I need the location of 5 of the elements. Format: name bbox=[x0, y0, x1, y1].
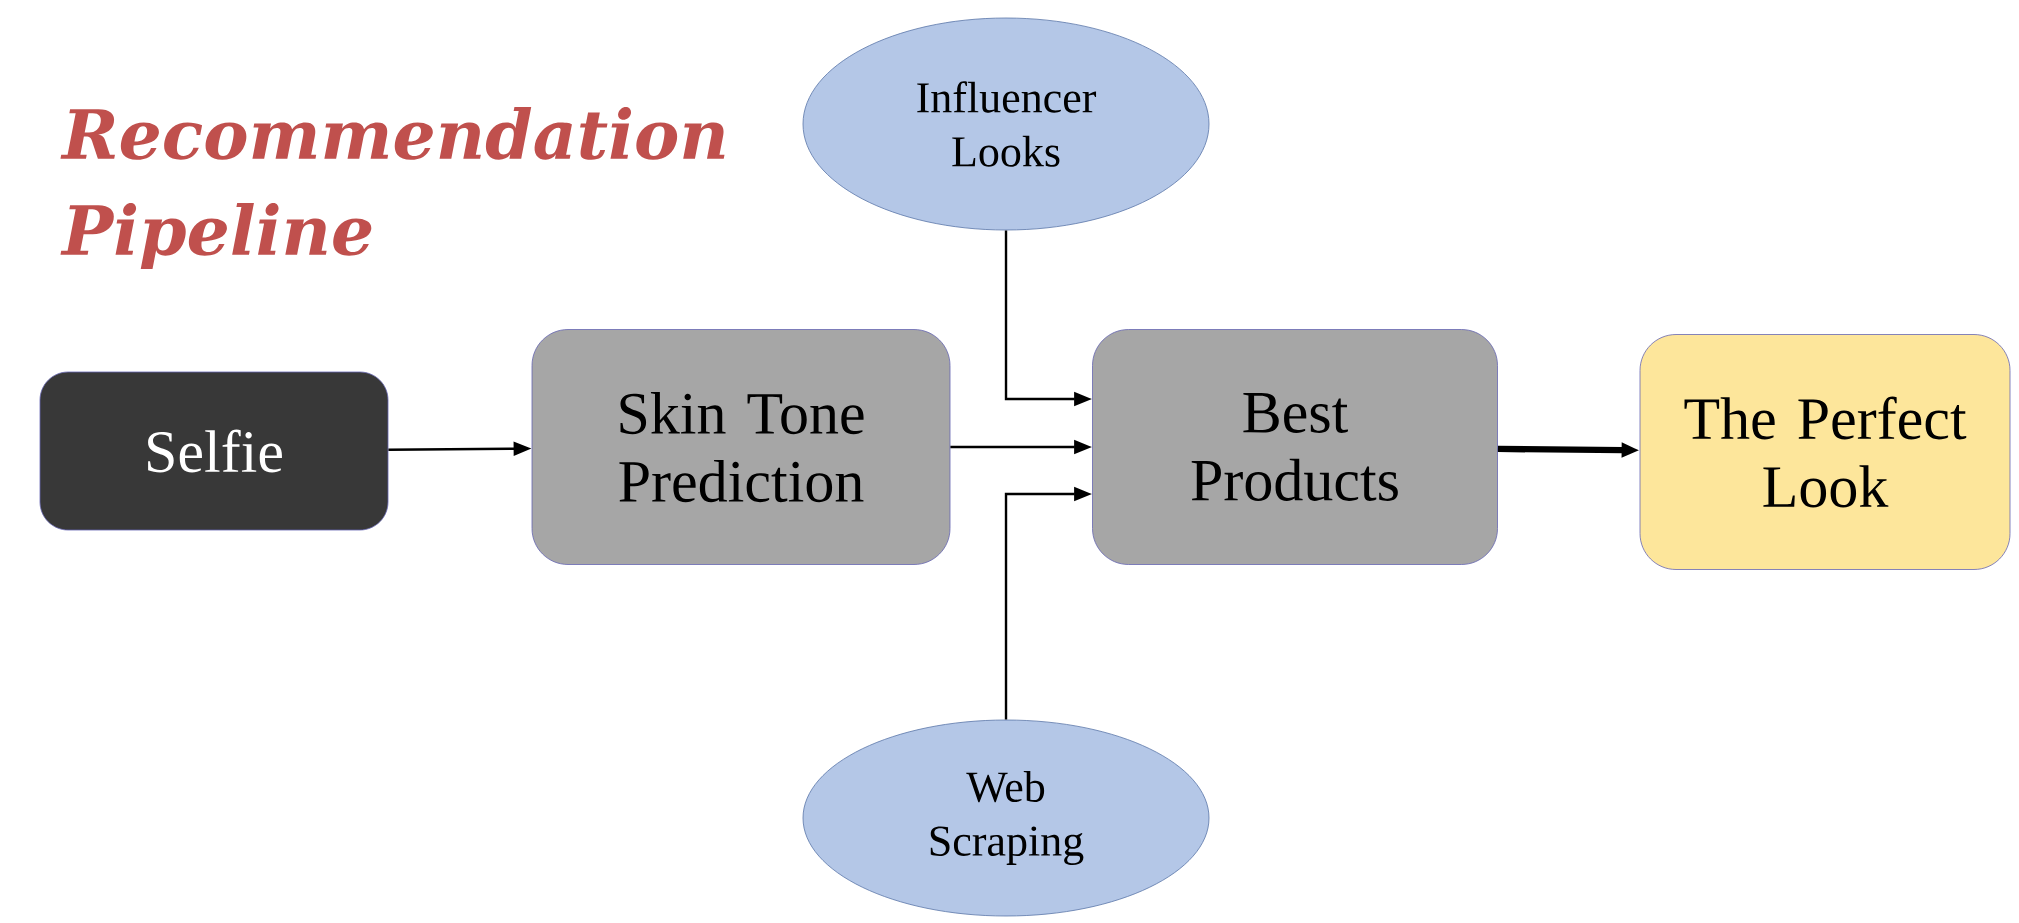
title: Recommendation Pipeline bbox=[60, 107, 725, 269]
process-box: Best Products bbox=[1092, 329, 1498, 565]
process-box: Selfie bbox=[39, 371, 389, 531]
output-box: The Perfect Look bbox=[1639, 334, 2011, 570]
process-box: Skin Tone Prediction bbox=[531, 329, 951, 565]
